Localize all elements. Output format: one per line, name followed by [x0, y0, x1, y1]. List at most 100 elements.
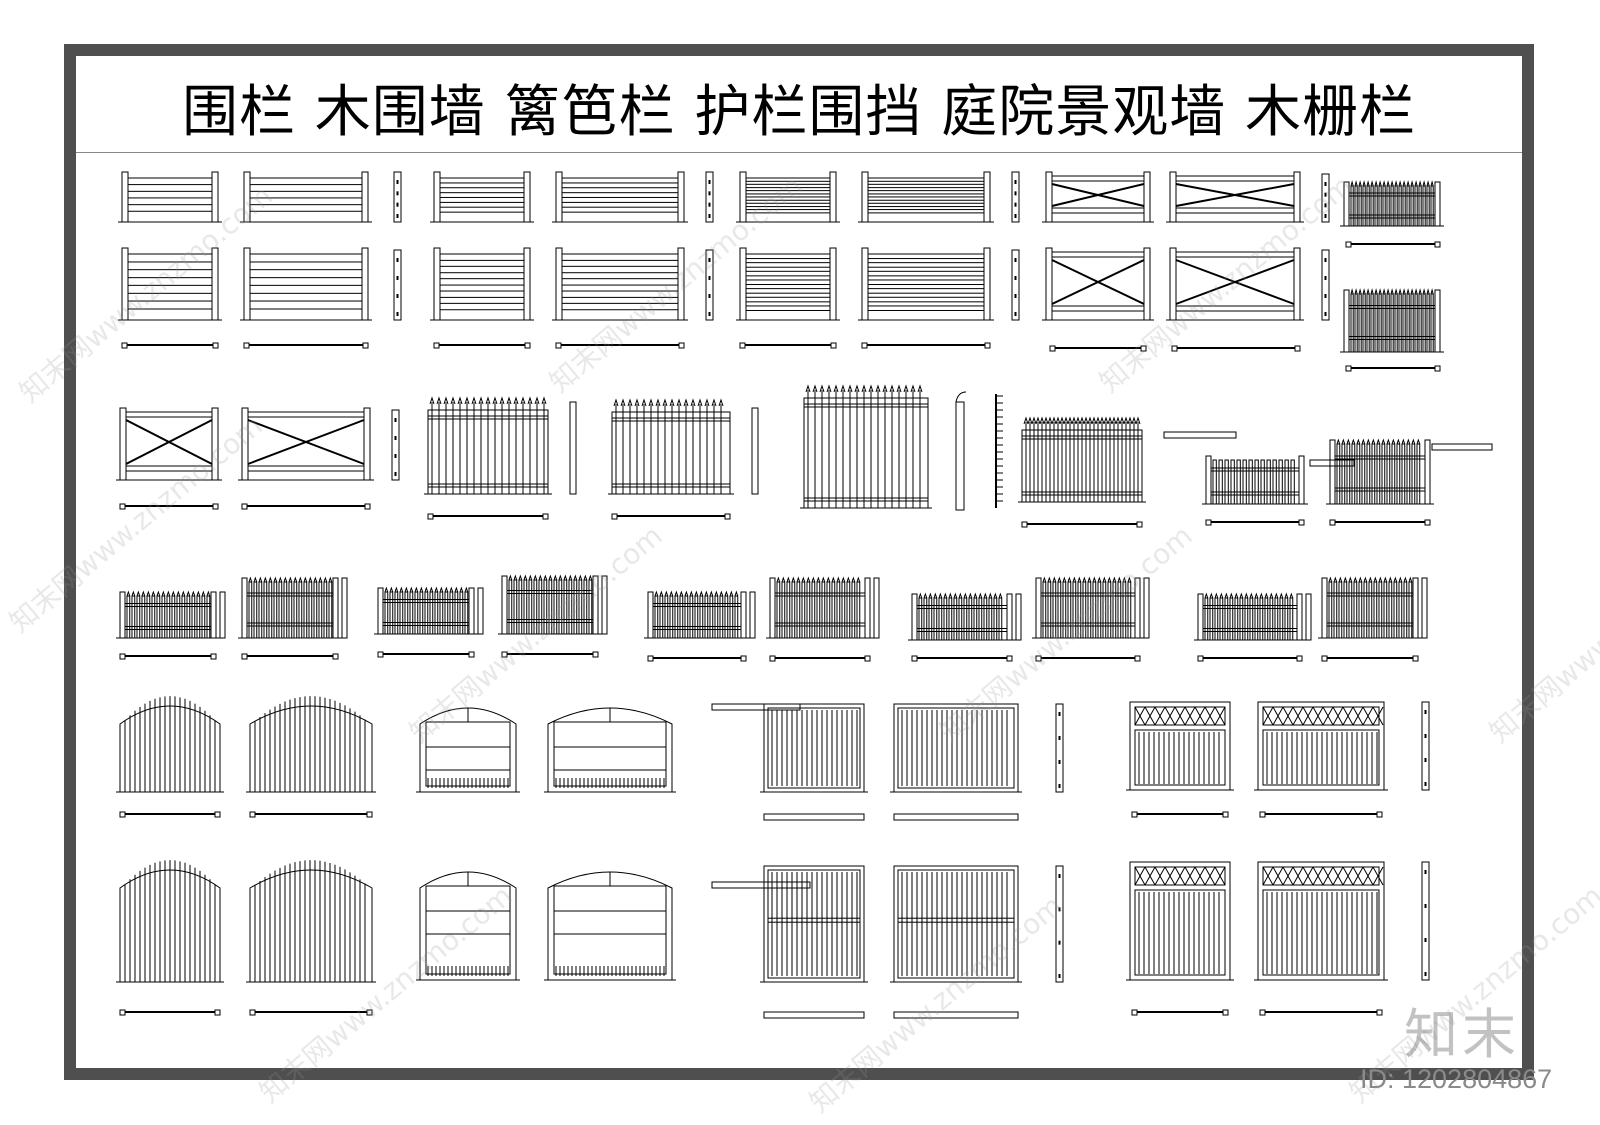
picket-tip: [1343, 576, 1348, 583]
picket-tip: [553, 574, 558, 581]
iron-frame: [803, 397, 929, 509]
picket: [1362, 185, 1366, 227]
plan-end: [241, 653, 248, 660]
picket: [588, 579, 593, 635]
plan-slab: [893, 813, 1019, 821]
picket-tip: [283, 576, 288, 583]
picket: [1052, 581, 1057, 639]
plan-slab: [763, 813, 865, 821]
picket: [196, 595, 201, 639]
board-inner-frame: [897, 707, 1015, 789]
spear-finial: [1043, 416, 1049, 425]
spear-finial: [704, 398, 710, 407]
picket: [404, 591, 409, 635]
plan-end: [1035, 655, 1042, 662]
picket-tip: [684, 590, 689, 597]
picket-tip: [1363, 576, 1368, 583]
plan-end: [366, 811, 373, 818]
plan-end: [468, 651, 475, 658]
bottom-rail: [1175, 207, 1295, 214]
picket-tip: [258, 576, 263, 583]
picket: [1289, 597, 1294, 641]
fence-post: [211, 247, 219, 321]
side-view-post: [1321, 173, 1330, 223]
fence-post: [119, 591, 126, 639]
picket: [399, 591, 404, 635]
horizontal-rail: [745, 253, 831, 260]
picket: [1388, 581, 1393, 639]
plan-end: [249, 1009, 256, 1016]
plan-end: [427, 513, 434, 520]
top-rail: [652, 603, 742, 607]
picket-tip: [923, 592, 928, 599]
fence-post: [121, 247, 129, 321]
fence-post: [569, 401, 577, 495]
fence-post: [1006, 593, 1013, 641]
bottom-rail: [1051, 305, 1145, 312]
fence-post: [210, 591, 217, 639]
picket: [1411, 443, 1416, 505]
plan-end: [210, 653, 217, 660]
picket: [1390, 185, 1394, 227]
lattice-line: [1372, 866, 1384, 886]
spear-finial: [1111, 416, 1117, 425]
picket-tip: [588, 574, 593, 581]
picket: [384, 591, 389, 635]
picket-tip: [1254, 592, 1259, 599]
picket: [811, 581, 816, 639]
picket-tip: [1348, 576, 1353, 583]
top-rail: [1175, 251, 1295, 258]
horizontal-rail: [745, 262, 831, 268]
horizontal-rail: [867, 253, 985, 260]
bottom-rail: [382, 622, 470, 626]
picket-tip: [578, 574, 583, 581]
picket-tip: [268, 576, 273, 583]
picket: [674, 595, 679, 639]
horizontal-rail: [127, 269, 213, 279]
picket-tip: [1082, 576, 1087, 583]
picket-tip: [664, 590, 669, 597]
spear-finial: [676, 398, 682, 407]
picket-tip: [1354, 288, 1358, 295]
picket-tip: [323, 576, 328, 583]
picket-tip: [1057, 576, 1062, 583]
top-rail: [1348, 305, 1436, 309]
picket: [1410, 293, 1414, 353]
plan-end: [1131, 811, 1138, 818]
horizontal-rail: [867, 305, 985, 311]
cross-brace: [1175, 259, 1295, 305]
picket-tip: [998, 592, 1003, 599]
bottom-rail: [652, 626, 742, 630]
picket-tip: [659, 590, 664, 597]
iron-bottom-rail: [803, 497, 929, 502]
picket: [1062, 581, 1067, 639]
picket-tip: [328, 576, 333, 583]
spear-finial: [520, 396, 526, 405]
picket-tip: [248, 576, 253, 583]
picket-tip: [191, 590, 196, 597]
plan-end: [243, 342, 250, 349]
picket-tip: [1411, 438, 1416, 445]
picket: [186, 595, 191, 639]
plan-end: [501, 651, 508, 658]
top-rail: [1348, 192, 1436, 197]
picket-tip: [1284, 592, 1289, 599]
picket: [1248, 459, 1253, 505]
picket-tip: [583, 574, 588, 581]
picket-tip: [1414, 180, 1418, 187]
picket-tip: [1381, 438, 1386, 445]
picket: [978, 597, 983, 641]
picket: [1230, 459, 1235, 505]
picket: [389, 591, 394, 635]
picket: [1418, 293, 1422, 353]
horizontal-rail: [867, 196, 985, 201]
picket: [729, 595, 734, 639]
picket: [156, 595, 161, 639]
plan-end: [1412, 655, 1419, 662]
plan-end: [433, 342, 440, 349]
picket: [1047, 581, 1052, 639]
lattice-line: [1272, 706, 1284, 726]
plan-end: [984, 342, 991, 349]
horizontal-rail: [867, 270, 985, 277]
picket-tip: [1418, 288, 1422, 295]
